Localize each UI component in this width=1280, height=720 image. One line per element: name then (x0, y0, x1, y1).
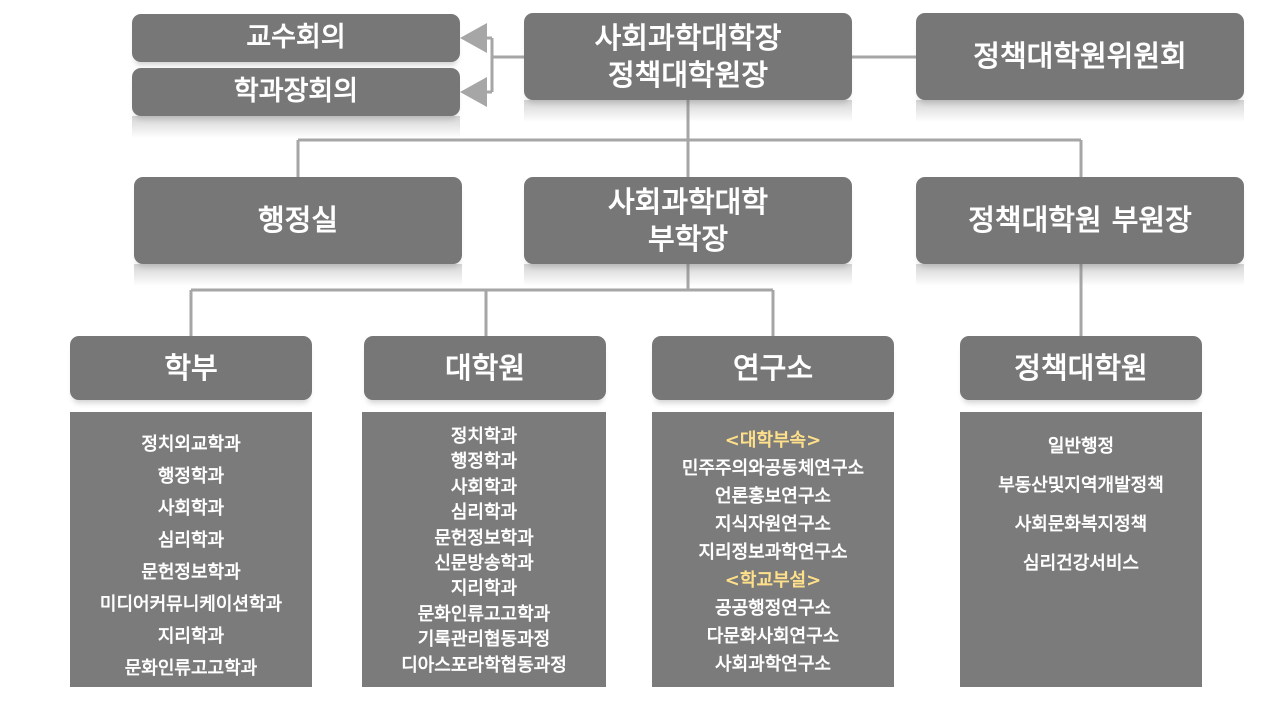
graduate-item: 지리학과 (450, 578, 518, 600)
policy-item: 부동산및지역개발정책 (998, 475, 1164, 496)
policy-school-header: 정책대학원 (960, 336, 1202, 400)
policy-item: 일반행정 (1047, 436, 1115, 457)
dean-box: 사회과학대학장 정책대학원장 (524, 13, 852, 100)
graduate-item: 행정학과 (450, 451, 518, 473)
undergrad-title: 학부 (164, 350, 218, 385)
policy-vice-dean-label: 정책대학원 부원장 (968, 203, 1192, 238)
graduate-item: 기록관리협동과정 (417, 629, 551, 651)
undergrad-panel: 정치외교학과 행정학과 사회학과 심리학과 문헌정보학과 미디어커뮤니케이션학과… (70, 412, 312, 687)
graduate-header: 대학원 (364, 336, 606, 400)
institutes-title: 연구소 (732, 350, 814, 385)
graduate-item: 사회학과 (450, 476, 518, 498)
graduate-item: 신문방송학과 (434, 553, 534, 575)
dean-line2: 정책대학원장 (607, 57, 769, 92)
undergrad-item: 지리학과 (157, 626, 225, 647)
institute-item: 사회과학연구소 (715, 654, 831, 675)
dean-line1: 사회과학대학장 (594, 21, 782, 56)
admin-office-label: 행정실 (257, 203, 339, 238)
graduate-item: 디아스포라학협동과정 (401, 654, 567, 676)
policy-school-panel: 일반행정 부동산및지역개발정책 사회문화복지정책 심리건강서비스 (960, 412, 1202, 687)
vice-dean-line1: 사회과학대학 (607, 185, 769, 220)
institute-item: 언론홍보연구소 (715, 486, 831, 507)
vice-dean-box: 사회과학대학 부학장 (524, 177, 852, 264)
graduate-item: 문화인류고고학과 (417, 603, 551, 625)
graduate-item: 문헌정보학과 (434, 527, 534, 549)
chairs-meeting-label: 학과장회의 (233, 76, 359, 108)
policy-item: 심리건강서비스 (1023, 553, 1139, 574)
undergrad-item: 사회학과 (157, 498, 225, 519)
college-affiliated-header: <대학부속> (724, 430, 822, 451)
undergrad-item: 문헌정보학과 (141, 562, 241, 583)
institute-item: 지리정보과학연구소 (698, 542, 848, 563)
institute-item: 민주주의와공동체연구소 (681, 458, 865, 479)
admin-office-box: 행정실 (134, 177, 462, 264)
institute-item: 다문화사회연구소 (706, 626, 840, 647)
graduate-item: 심리학과 (450, 502, 518, 524)
policy-item: 사회문화복지정책 (1014, 514, 1148, 535)
policy-committee-label: 정책대학원위원회 (973, 39, 1187, 74)
undergrad-item: 미디어커뮤니케이션학과 (99, 594, 283, 615)
policy-committee-box: 정책대학원위원회 (916, 13, 1244, 100)
undergrad-item: 정치외교학과 (141, 434, 241, 455)
undergrad-item: 심리학과 (157, 530, 225, 551)
graduate-item: 정치학과 (450, 426, 518, 447)
faculty-meeting-box: 교수회의 (132, 14, 460, 62)
graduate-title: 대학원 (444, 350, 526, 385)
policy-vice-dean-box: 정책대학원 부원장 (916, 177, 1244, 264)
school-affiliated-header: <학교부설> (724, 570, 822, 591)
institute-item: 공공행정연구소 (715, 598, 831, 619)
undergrad-header: 학부 (70, 336, 312, 400)
institutes-panel: <대학부속> 민주주의와공동체연구소 언론홍보연구소 지식자원연구소 지리정보과… (652, 412, 894, 687)
undergrad-item: 행정학과 (157, 466, 225, 487)
policy-school-title: 정책대학원 (1014, 350, 1148, 385)
institute-item: 지식자원연구소 (715, 514, 831, 535)
vice-dean-line2: 부학장 (647, 221, 729, 256)
undergrad-item: 문화인류고고학과 (124, 658, 258, 679)
faculty-meeting-label: 교수회의 (246, 22, 346, 54)
institutes-header: 연구소 (652, 336, 894, 400)
graduate-panel: 정치학과 행정학과 사회학과 심리학과 문헌정보학과 신문방송학과 지리학과 문… (362, 412, 606, 687)
chairs-meeting-box: 학과장회의 (132, 68, 460, 116)
